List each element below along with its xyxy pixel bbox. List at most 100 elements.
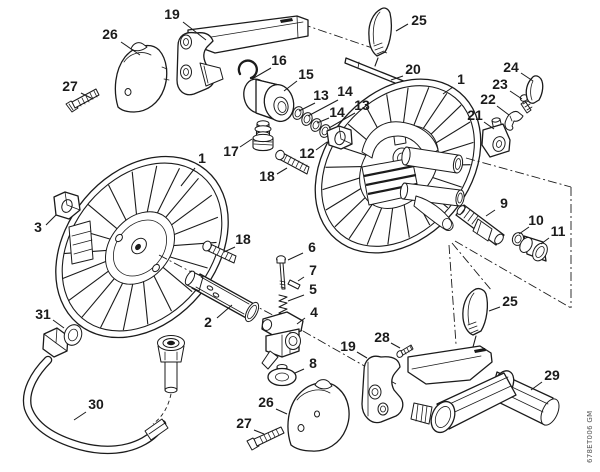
part-label-25: 25 [502,293,518,309]
hose-plug [152,335,185,425]
part-12-nut [326,125,353,150]
label-leader-30 [73,411,87,421]
part-label-28: 28 [374,329,390,345]
part-5-spring [278,294,288,316]
label-leader-12 [315,141,328,151]
part-1-reel-right [314,78,482,254]
part-label-3: 3 [34,219,42,235]
label-leader-10 [518,226,530,235]
part-label-31: 31 [35,306,51,322]
part-label-9: 9 [500,195,508,211]
reel-left-hub-boss [68,220,94,265]
part-label-29: 29 [544,367,560,383]
watermark: 678ET006 GM [586,411,594,463]
label-leader-6 [287,252,304,261]
label-leader-13 [328,112,356,129]
label-leader-5 [287,294,305,302]
part-11-coupling [519,235,548,262]
part-label-14: 14 [337,83,353,99]
part-label-15: 15 [298,66,314,82]
part-13-14-rings [292,106,331,138]
label-leader-16 [251,67,272,80]
label-leader-27 [80,92,94,100]
part-label-13: 13 [354,97,370,113]
part-1-reel-left [55,155,229,339]
part-21-block [481,117,511,158]
part-4-carrier [261,311,304,370]
label-leader-22 [496,105,510,116]
label-leader-26 [275,408,288,415]
label-leader-19 [182,21,207,41]
part-27-screw-top [65,88,100,113]
reel-left-spokes [61,165,219,331]
label-leader-26 [120,41,141,56]
part-30-hose [22,327,169,455]
label-leader-2 [216,304,233,319]
part-label-1: 1 [198,150,206,166]
part-3-nut [53,191,81,220]
part-label-2: 2 [204,314,212,330]
label-leader-4 [296,317,306,325]
label-leader-9 [485,209,496,217]
part-label-18: 18 [259,168,275,184]
part-26-cover-bottom [287,379,350,452]
plug-cord [152,393,172,425]
reel-right-crank [361,121,465,231]
part-label-13: 13 [313,87,329,103]
part-2-tube [184,270,260,323]
part-label-25: 25 [411,12,427,28]
label-leader-21 [483,121,495,130]
part-22-lever [504,111,524,131]
part-label-7: 7 [309,262,317,278]
label-leader-1 [180,167,196,187]
part-label-1: 1 [457,71,465,87]
label-leader-14 [307,99,339,117]
part-label-24: 24 [503,59,519,75]
assembly-centerline-right [448,157,572,345]
label-leader-29 [530,381,543,391]
part-label-6: 6 [308,239,316,255]
part-24-cap [525,75,544,104]
label-leader-18 [276,167,288,175]
part-17-fitting [252,120,274,152]
part-9-adapter [455,204,505,246]
part-29-handle [410,370,560,434]
label-leader-28 [390,342,401,349]
label-leader-25 [488,306,501,312]
label-leader-15 [283,80,298,92]
label-leader-13 [298,102,316,112]
part-label-19: 19 [340,338,356,354]
part-label-22: 22 [480,91,496,107]
label-leader-14 [316,117,330,124]
part-label-17: 17 [223,143,239,159]
part-label-26: 26 [102,26,118,42]
part-label-23: 23 [492,76,508,92]
part-16-snap-ring [237,59,258,80]
label-leader-27 [253,429,265,435]
part-label-14: 14 [329,104,345,120]
part-label-8: 8 [309,355,317,371]
part-19-clamp-bottom [361,355,404,424]
label-leader-17 [239,138,253,148]
part-18-screw-top [275,149,310,175]
label-leader-31 [52,319,65,329]
label-leader-23 [509,90,523,100]
hose-ferrule [144,418,169,441]
part-31-washer [63,324,83,346]
part-25-wedge-top [368,7,392,67]
part-25-wedge-bottom [462,287,488,348]
label-leader-19 [356,351,368,359]
label-leader-24 [520,72,534,82]
part-label-10: 10 [528,212,544,228]
part-label-5: 5 [309,281,317,297]
part-label-20: 20 [405,61,421,77]
part-15-roller [243,78,295,123]
part-label-19: 19 [164,6,180,22]
part-label-27: 27 [62,78,78,94]
part-label-27: 27 [236,415,252,431]
label-leader-18 [223,246,236,253]
part-label-16: 16 [271,52,287,68]
label-leader-11 [540,237,550,245]
